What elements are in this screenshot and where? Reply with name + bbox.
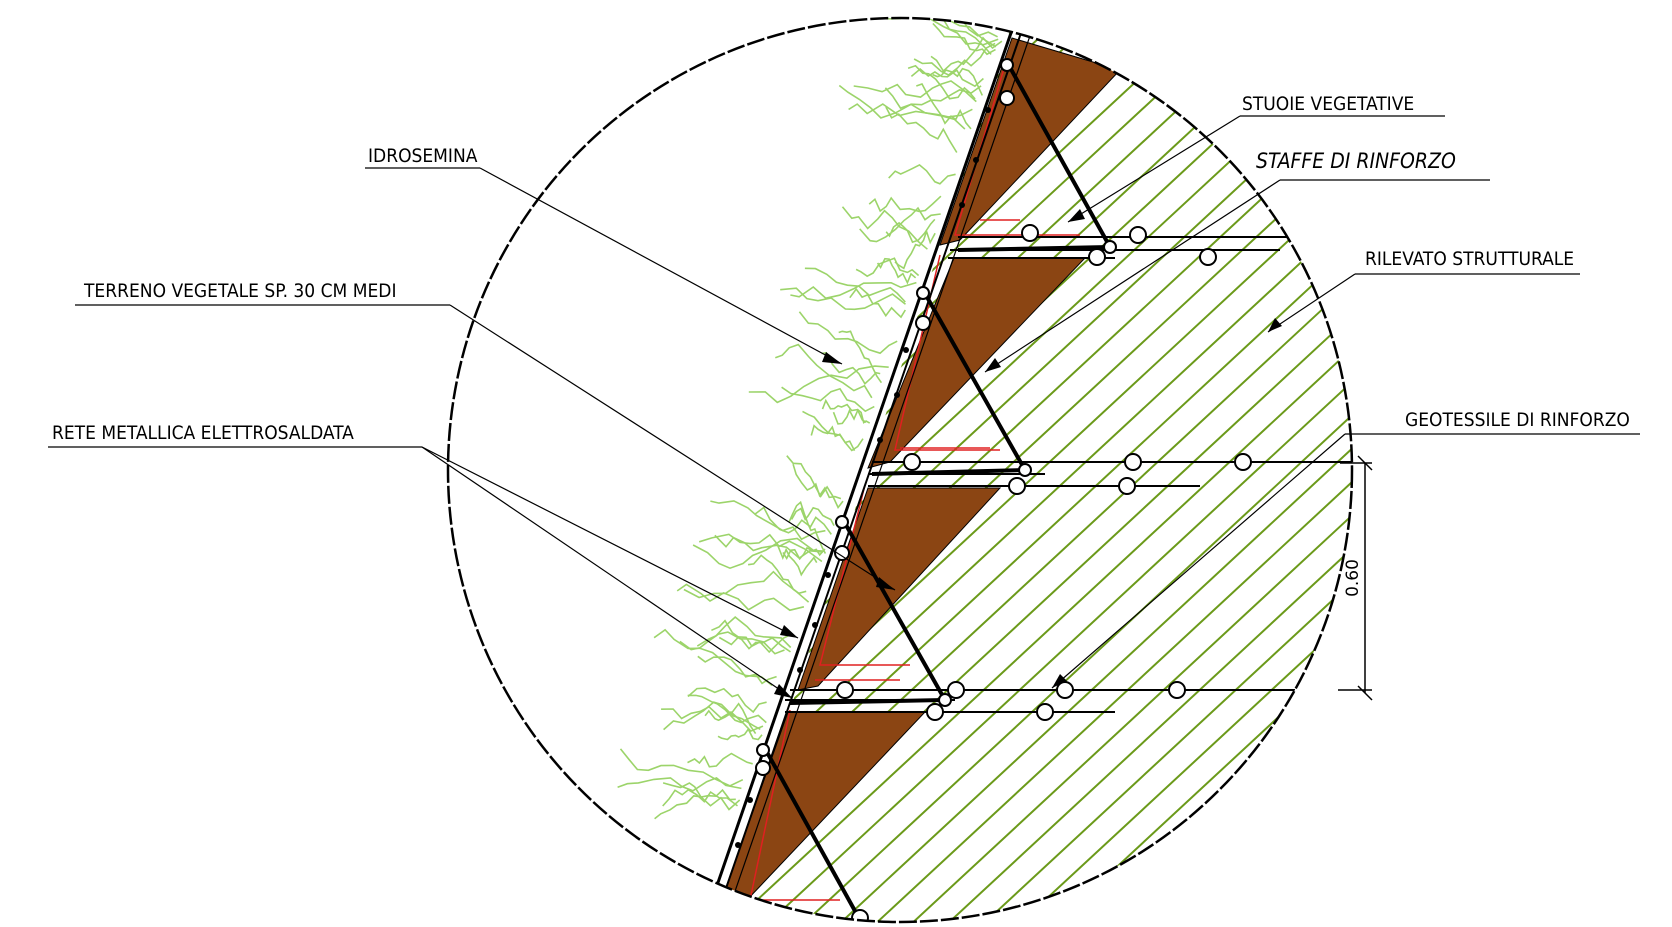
dimension-line (1338, 455, 1373, 701)
label-stuoie-vegetative: STUOIE VEGETATIVE (1242, 93, 1414, 115)
vegetal-soil-layers (717, 37, 1121, 911)
label-staffe-di-rinforzo: STAFFE DI RINFORZO (1256, 149, 1456, 173)
bracket (761, 744, 862, 921)
leader-arrowheads (774, 209, 1282, 698)
hydroseeding-vegetation (617, 18, 1003, 820)
soil-wedge (797, 487, 1002, 691)
soil-wedge (867, 257, 1087, 469)
soil-wedge (717, 711, 927, 911)
label-idrosemina: IDROSEMINA (368, 145, 478, 167)
label-terreno-vegetale: TERRENO VEGETALE SP. 30 CM MEDI (83, 280, 396, 302)
leader-lines (48, 115, 1640, 699)
detail-circle (446, 16, 1354, 924)
label-rilevato-strutturale: RILEVATO STRUTTURALE (1365, 248, 1574, 270)
label-geotessile-di-rinforzo: GEOTESSILE DI RINFORZO (1405, 409, 1630, 431)
mesh-bar-dots (735, 107, 991, 848)
reinforcement-circles (836, 224, 1252, 922)
label-rete-metallica: RETE METALLICA ELETTROSALDATA (52, 422, 354, 444)
dimension-value: 0.60 (1343, 559, 1363, 597)
bracket-ends (755, 58, 1117, 776)
